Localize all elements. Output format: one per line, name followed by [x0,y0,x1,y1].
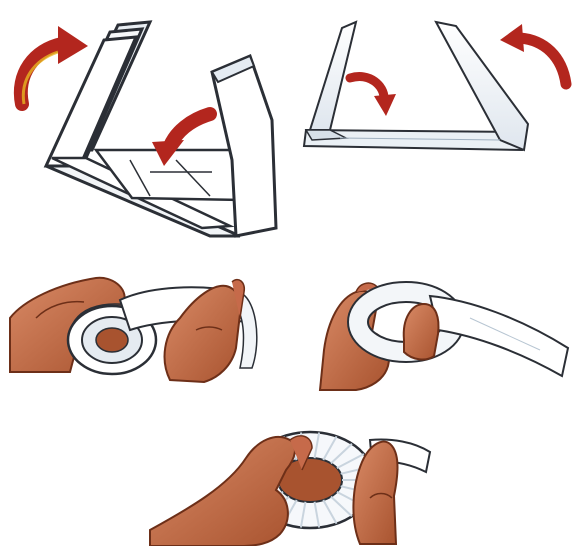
fold-stack-panel [21,22,276,236]
roll-continue-panel [320,283,568,390]
roll-start-panel [10,278,257,382]
bandage-strip [304,22,528,150]
curved-arrow-icon [350,77,396,116]
ring-complete-panel [150,432,430,546]
fold-strip-panel [304,22,566,150]
right-hand [404,304,439,359]
curved-arrow-icon [21,26,88,104]
curved-arrow-icon [500,24,566,84]
bandage-stack-base [46,150,242,236]
bandage-upright-flap [212,56,276,236]
